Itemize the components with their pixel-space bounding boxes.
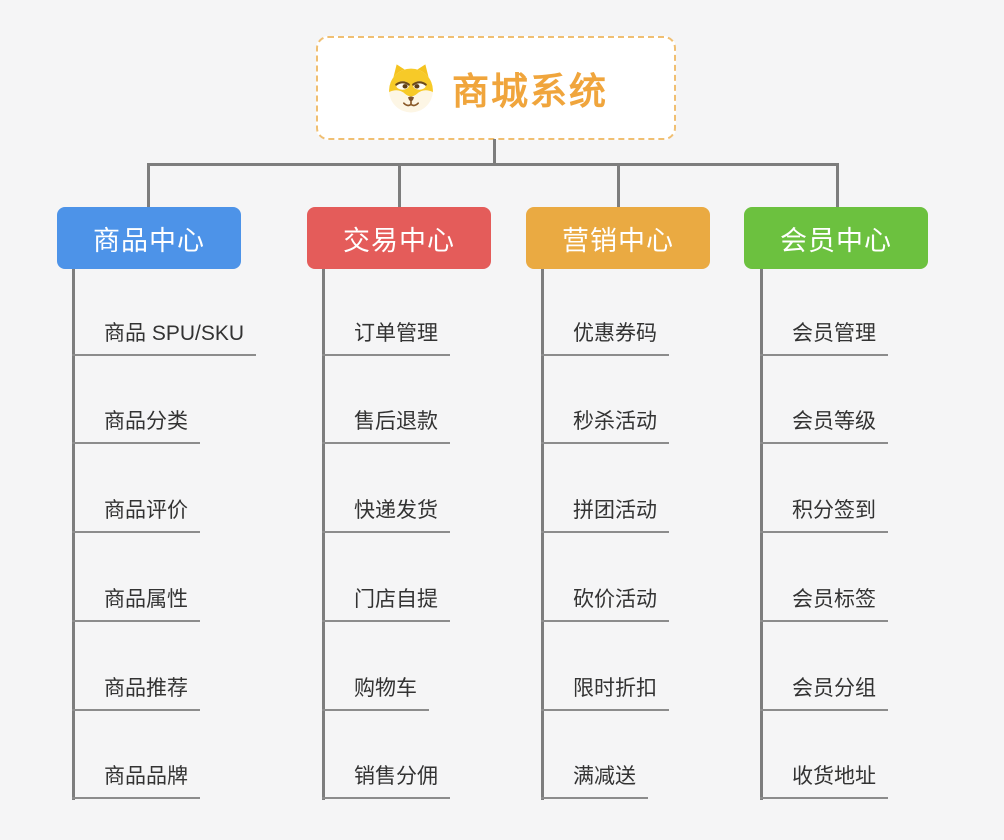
leaf-node[interactable]: 快递发货 xyxy=(322,498,450,533)
branch-spine-1 xyxy=(72,269,75,800)
leaf-node[interactable]: 门店自提 xyxy=(322,587,450,622)
connector-horizontal xyxy=(147,163,839,166)
leaf-node[interactable]: 商品评价 xyxy=(72,498,200,533)
leaf-node[interactable]: 会员管理 xyxy=(760,321,888,356)
connector-drop-4 xyxy=(836,163,839,208)
branch-node-member-center[interactable]: 会员中心 xyxy=(744,207,928,269)
leaf-node[interactable]: 订单管理 xyxy=(322,321,450,356)
leaf-node[interactable]: 商品品牌 xyxy=(72,764,200,799)
leaf-node[interactable]: 积分签到 xyxy=(760,498,888,533)
leaf-node[interactable]: 拼团活动 xyxy=(541,498,669,533)
leaf-node[interactable]: 优惠券码 xyxy=(541,321,669,356)
leaf-node[interactable]: 商品推荐 xyxy=(72,676,200,711)
branch-node-marketing-center[interactable]: 营销中心 xyxy=(526,207,710,269)
branch-spine-4 xyxy=(760,269,763,800)
branch-spine-3 xyxy=(541,269,544,800)
leaf-node[interactable]: 商品 SPU/SKU xyxy=(72,321,257,356)
leaf-node[interactable]: 销售分佣 xyxy=(322,764,450,799)
root-title: 商城系统 xyxy=(452,71,608,112)
leaf-node[interactable]: 限时折扣 xyxy=(541,676,669,711)
leaf-node[interactable]: 会员标签 xyxy=(760,587,888,622)
connector-drop-3 xyxy=(617,163,620,208)
leaf-node[interactable]: 秒杀活动 xyxy=(541,409,669,444)
leaf-node[interactable]: 会员等级 xyxy=(760,409,888,444)
root-node[interactable]: 商城系统 xyxy=(316,36,676,140)
branch-node-product-center[interactable]: 商品中心 xyxy=(57,207,241,269)
leaf-node[interactable]: 砍价活动 xyxy=(541,587,669,622)
leaf-node[interactable]: 满减送 xyxy=(541,764,648,799)
branch-node-trade-center[interactable]: 交易中心 xyxy=(307,207,491,269)
branch-spine-2 xyxy=(322,269,325,800)
leaf-node[interactable]: 商品属性 xyxy=(72,587,200,622)
leaf-node[interactable]: 收货地址 xyxy=(760,764,888,799)
leaf-node[interactable]: 商品分类 xyxy=(72,409,200,444)
leaf-node[interactable]: 会员分组 xyxy=(760,676,888,711)
leaf-node[interactable]: 购物车 xyxy=(322,676,429,711)
connector-drop-2 xyxy=(398,163,401,208)
leaf-node[interactable]: 售后退款 xyxy=(322,409,450,444)
connector-drop-1 xyxy=(147,163,150,208)
dog-face-icon xyxy=(389,64,433,113)
connector-root-drop xyxy=(493,139,496,166)
